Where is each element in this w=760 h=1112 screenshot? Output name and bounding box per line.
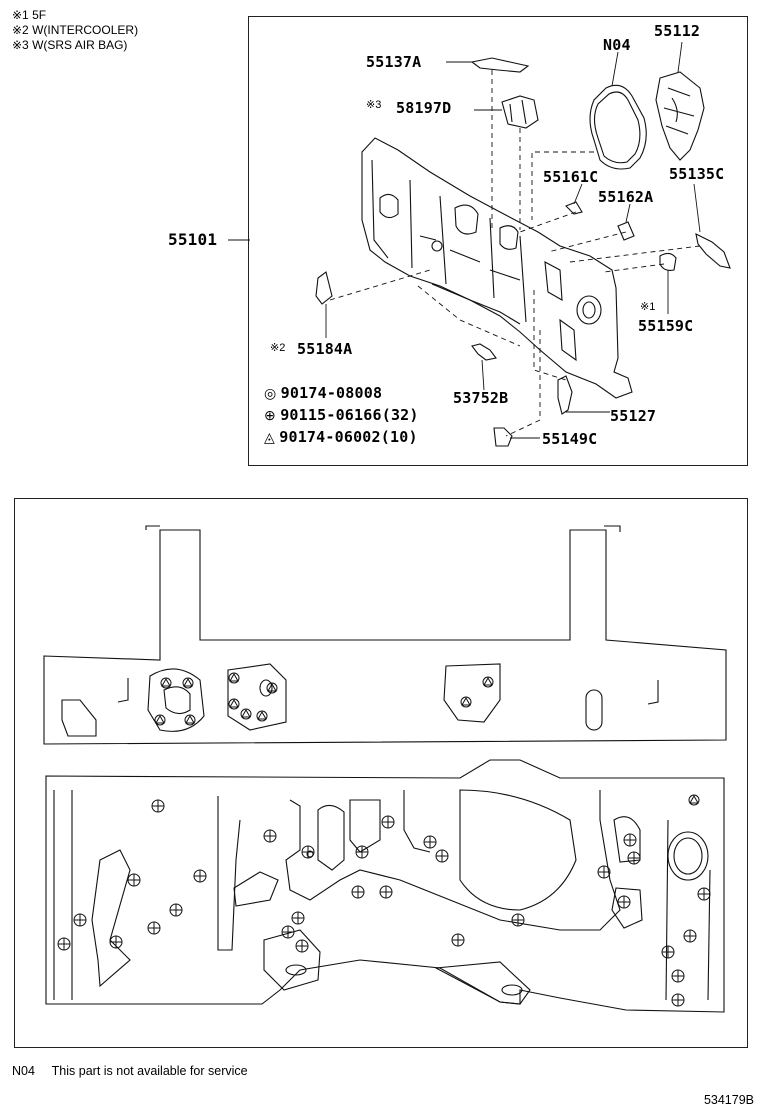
fastener-number: 90174-08008 bbox=[280, 384, 383, 402]
fastener-row: ◎ 90174-08008 bbox=[264, 384, 419, 406]
note-1: ※1 5F bbox=[12, 8, 47, 22]
bolt-icon: ⊕ bbox=[264, 407, 276, 423]
insulator-55112 bbox=[655, 71, 705, 161]
label-55184a-mark: ※2 bbox=[270, 342, 286, 354]
nut-symbols bbox=[154, 672, 700, 806]
label-58197d: 58197D bbox=[396, 99, 452, 117]
footer-note: N04 This part is not available for servi… bbox=[12, 1064, 248, 1078]
fastener-number: 90174-06002(10) bbox=[279, 428, 418, 446]
fastener-location-frame bbox=[14, 498, 748, 1048]
note-3: ※3 W(SRS AIR BAG) bbox=[12, 38, 128, 52]
label-n04: N04 bbox=[603, 36, 631, 54]
dash-panel-outline bbox=[361, 137, 633, 399]
label-55159c-mark: ※1 bbox=[640, 301, 656, 313]
washer-bolt-icon: ◎ bbox=[264, 385, 277, 401]
gasket-n04 bbox=[589, 84, 647, 170]
cowl-panel-outline bbox=[43, 529, 727, 745]
dash-lower-outline bbox=[45, 759, 725, 1013]
label-58197d-mark: ※3 bbox=[366, 99, 382, 111]
footer-note-text: This part is not available for service bbox=[51, 1064, 248, 1078]
diagram-id: 534179B bbox=[703, 1093, 754, 1107]
footer-code: N04 bbox=[12, 1064, 35, 1078]
fastener-number: 90115-06166(32) bbox=[280, 406, 419, 424]
nut-icon: ◬ bbox=[264, 429, 275, 445]
label-55161c: 55161C bbox=[543, 168, 599, 186]
label-55137a: 55137A bbox=[366, 53, 422, 71]
fastener-row: ⊕ 90115-06166(32) bbox=[264, 406, 419, 428]
label-55184a: 55184A bbox=[297, 340, 353, 358]
fastener-legend: ◎ 90174-08008 ⊕ 90115-06166(32) ◬ 90174-… bbox=[264, 384, 419, 450]
label-55162a: 55162A bbox=[598, 188, 654, 206]
label-55112: 55112 bbox=[654, 22, 701, 40]
variant-notes: ※1 5F ※2 W(INTERCOOLER) ※3 W(SRS AIR BAG… bbox=[12, 8, 138, 53]
bolt-symbols bbox=[57, 799, 711, 1007]
label-55149c: 55149C bbox=[542, 430, 598, 448]
label-55101: 55101 bbox=[168, 230, 218, 249]
exploded-view-frame bbox=[248, 16, 748, 466]
exploded-view-drawing bbox=[228, 41, 731, 447]
note-2: ※2 W(INTERCOOLER) bbox=[12, 23, 139, 37]
label-53752b: 53752B bbox=[453, 389, 509, 407]
label-55135c: 55135C bbox=[669, 165, 725, 183]
fastener-row: ◬ 90174-06002(10) bbox=[264, 428, 419, 450]
label-55159c: 55159C bbox=[638, 317, 694, 335]
label-55127: 55127 bbox=[610, 407, 657, 425]
